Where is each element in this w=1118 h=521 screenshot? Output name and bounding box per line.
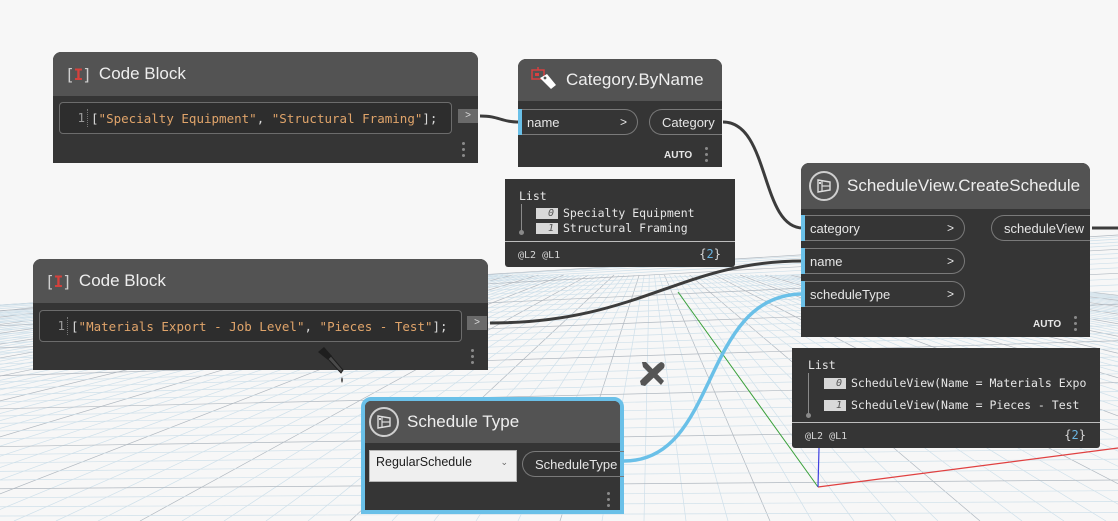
preview-list-header: List — [808, 358, 836, 372]
more-options-icon[interactable] — [705, 147, 709, 165]
port-label: scheduleType — [810, 286, 891, 302]
preview-list-item: 0 Specialty Equipment — [536, 206, 695, 220]
list-index: 1 — [824, 399, 846, 411]
node-header[interactable]: Schedule Type — [365, 401, 620, 443]
preview-footer: @L2 @L1 {2} — [505, 241, 735, 267]
port-label: Category — [662, 114, 715, 130]
preview-list-header: List — [519, 189, 547, 203]
preview-footer: @L2 @L1 {2} — [792, 422, 1100, 448]
more-options-icon[interactable] — [607, 492, 611, 510]
schedule-preview-bubble: List 0 ScheduleView(Name = Materials Exp… — [792, 348, 1100, 448]
list-levels: @L2 @L1 — [805, 431, 848, 442]
code-block-icon: [I] — [45, 271, 72, 291]
code-text[interactable]: ["Specialty Equipment", "Structural Fram… — [91, 110, 438, 126]
node-header[interactable]: ScheduleView.CreateSchedule — [801, 163, 1090, 209]
preview-list-item: 0 ScheduleView(Name = Materials Expo — [824, 376, 1094, 390]
preview-list-item: 1 ScheduleView(Name = Pieces - Test — [824, 398, 1094, 412]
node-title: Code Block — [98, 64, 186, 83]
more-options-icon[interactable] — [1074, 316, 1078, 334]
node-title: Schedule Type — [407, 412, 520, 431]
output-port-scheduletype[interactable]: ScheduleType — [522, 451, 624, 477]
output-port-button[interactable]: > — [467, 316, 487, 330]
line-number: 1 — [40, 317, 68, 335]
dropdown-value: RegularSchedule — [376, 455, 472, 469]
list-levels: @L2 @L1 — [518, 250, 561, 261]
port-label: name — [810, 253, 843, 269]
input-port-name[interactable]: name > — [518, 109, 638, 135]
code-text[interactable]: ["Materials Export - Job Level", "Pieces… — [71, 318, 448, 334]
lacing-label[interactable]: AUTO — [1033, 319, 1062, 330]
node-header[interactable]: Category.ByName — [518, 59, 722, 101]
port-label: name — [527, 114, 560, 130]
list-index: 0 — [824, 377, 846, 389]
node-header[interactable]: [I] Code Block — [53, 52, 478, 96]
lacing-label[interactable]: AUTO — [664, 150, 693, 161]
node-title: Category.ByName — [566, 70, 704, 89]
input-port-name[interactable]: name > — [801, 248, 965, 274]
list-value: Structural Framing — [563, 221, 688, 235]
chevron-right-icon: > — [946, 254, 954, 268]
node-title: ScheduleView.CreateSchedule — [847, 176, 1081, 195]
category-by-name-node[interactable]: Category.ByName name > Category AUTO — [518, 59, 722, 167]
output-port-scheduleview[interactable]: scheduleView — [991, 215, 1090, 241]
more-options-icon[interactable] — [471, 349, 475, 367]
schedule-type-dropdown[interactable]: RegularSchedule ⌄ — [369, 450, 517, 482]
list-value: Specialty Equipment — [563, 206, 695, 220]
category-preview-bubble: List 0 Specialty Equipment 1 Structural … — [505, 179, 735, 267]
code-block-icon: [I] — [65, 64, 92, 84]
input-port-category[interactable]: category > — [801, 215, 965, 241]
chevron-right-icon: > — [946, 287, 954, 301]
preview-list-item: 1 Structural Framing — [536, 221, 688, 235]
code-block-node-1[interactable]: [I] Code Block 1 ["Specialty Equipment",… — [53, 52, 478, 163]
list-tree-dot — [519, 230, 524, 235]
list-tree-line — [521, 204, 522, 232]
category-tag-icon — [531, 67, 556, 89]
code-editor[interactable]: 1 ["Specialty Equipment", "Structural Fr… — [59, 102, 452, 134]
chevron-down-icon: ⌄ — [500, 457, 508, 467]
schedule-view-icon — [809, 171, 839, 201]
more-options-icon[interactable] — [462, 142, 466, 160]
input-port-scheduletype[interactable]: scheduleType > — [801, 281, 965, 307]
list-index: 1 — [536, 222, 558, 234]
node-title: Code Block — [78, 271, 166, 290]
line-number: 1 — [60, 109, 88, 127]
item-count: {2} — [1064, 428, 1086, 442]
output-port-button[interactable]: > — [458, 109, 478, 123]
wrench-screwdriver-icon — [640, 362, 665, 386]
create-schedule-node[interactable]: ScheduleView.CreateSchedule category > n… — [801, 163, 1090, 337]
list-index: 0 — [536, 207, 558, 219]
list-value: ScheduleView(Name = Materials Expo — [851, 376, 1087, 390]
item-count: {2} — [699, 247, 721, 261]
port-label: scheduleView — [1004, 220, 1084, 236]
code-editor[interactable]: 1 ["Materials Export - Job Level", "Piec… — [39, 310, 462, 342]
node-header[interactable]: [I] Code Block — [33, 259, 488, 303]
chevron-right-icon: > — [946, 221, 954, 235]
list-tree-line — [808, 373, 809, 415]
output-port-category[interactable]: Category — [649, 109, 722, 135]
port-label: ScheduleType — [535, 456, 618, 472]
list-value: ScheduleView(Name = Pieces - Test — [851, 398, 1080, 412]
list-tree-dot — [806, 413, 811, 418]
code-block-node-2[interactable]: [I] Code Block 1 ["Materials Export - Jo… — [33, 259, 488, 370]
schedule-type-node[interactable]: Schedule Type RegularSchedule ⌄ Schedule… — [361, 397, 624, 514]
schedule-view-icon — [369, 407, 399, 437]
port-label: category — [810, 220, 860, 236]
eyedropper-icon — [318, 347, 344, 383]
chevron-right-icon: > — [619, 115, 627, 129]
